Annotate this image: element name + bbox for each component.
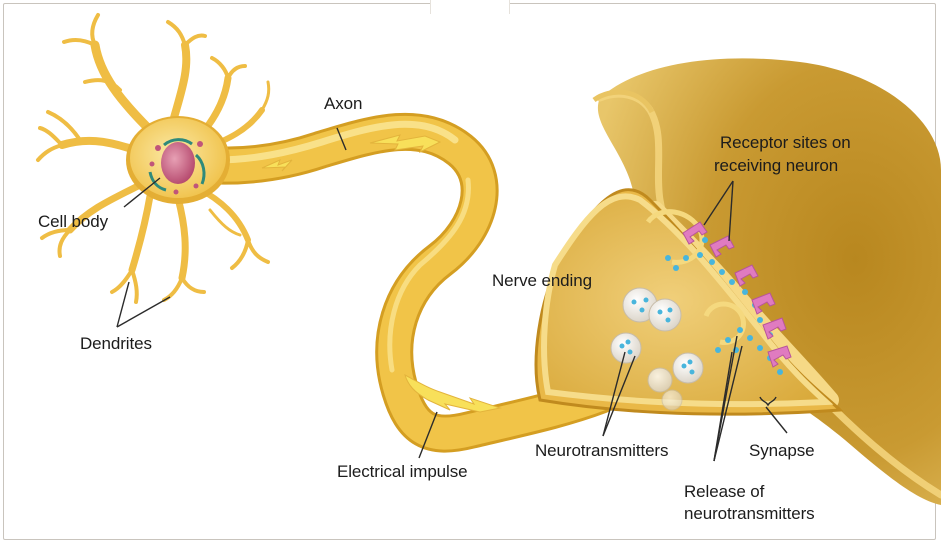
label-release-line2: neurotransmitters [684, 504, 815, 524]
label-receptor-sites-line1: Receptor sites on [720, 133, 851, 153]
label-release-line1: Release of [684, 482, 764, 502]
label-dendrites: Dendrites [80, 334, 152, 354]
label-nerve-ending: Nerve ending [492, 271, 592, 291]
label-electrical-impulse: Electrical impulse [337, 462, 467, 482]
nucleus [161, 142, 195, 184]
label-synapse: Synapse [749, 441, 814, 461]
label-receptor-sites-line2: receiving neuron [714, 156, 838, 176]
label-axon: Axon [324, 94, 362, 114]
cell-body-graphic [126, 116, 230, 204]
label-cell-body: Cell body [38, 212, 108, 232]
label-neurotransmitters: Neurotransmitters [535, 441, 668, 461]
